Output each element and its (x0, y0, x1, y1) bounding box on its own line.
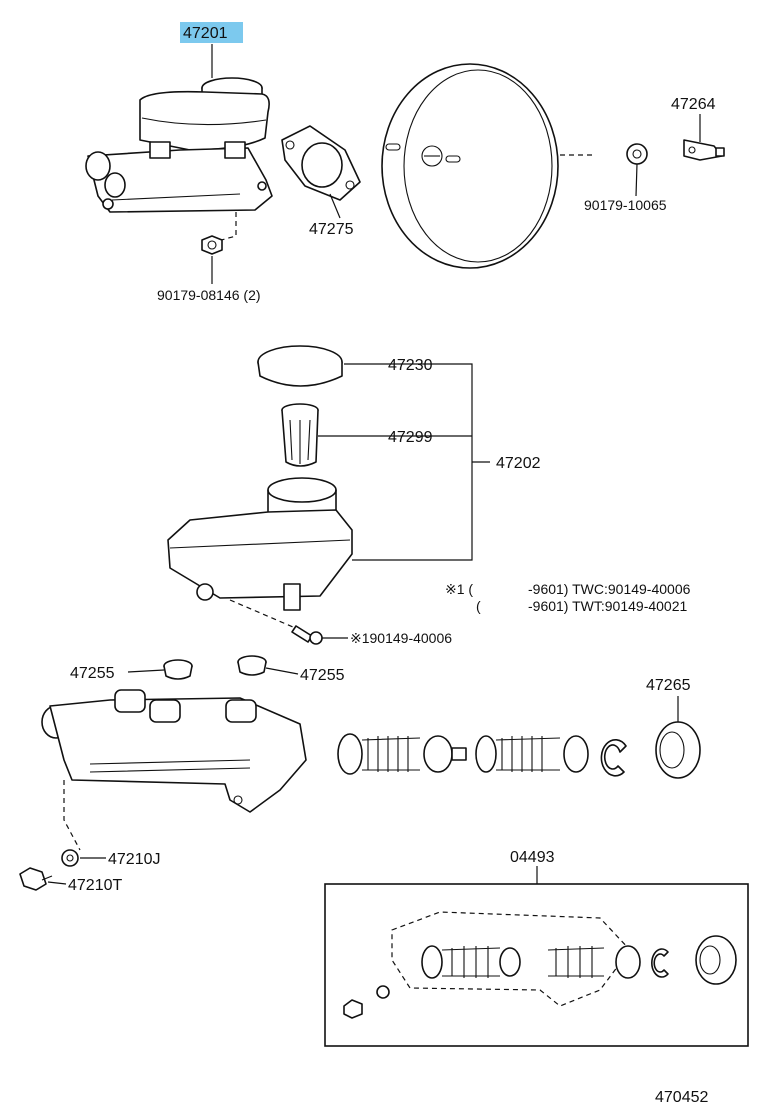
snap-ring (600, 739, 627, 777)
nut-90179-10065 (626, 143, 648, 165)
label-47264[interactable]: 47264 (671, 96, 716, 113)
label-47210T[interactable]: 47210T (68, 877, 122, 894)
nut-90179-08146 (201, 235, 223, 255)
washer-47210J (61, 849, 79, 867)
label-47275[interactable]: 47275 (309, 221, 354, 238)
cylinder-body (41, 689, 307, 851)
note-1-text: -9601) TWC:90149-40006 (528, 581, 691, 597)
label-90179-08146[interactable]: 90179-08146 (2) (157, 287, 261, 303)
diagram-id: 470452 (655, 1089, 708, 1106)
label-47255-right[interactable]: 47255 (300, 667, 345, 684)
gasket-47275 (281, 125, 361, 201)
label-90179-10065[interactable]: 90179-10065 (584, 197, 667, 213)
label-04493[interactable]: 04493 (510, 849, 555, 866)
label-47201[interactable]: 47201 (183, 25, 228, 42)
reservoir-cap-47230 (257, 345, 343, 387)
pin-90149-40006 (291, 625, 323, 645)
label-190149-40006[interactable]: ※190149-40006 (350, 630, 452, 646)
master-cylinder-assembly (85, 77, 273, 243)
label-47230[interactable]: 47230 (388, 357, 433, 374)
label-47299[interactable]: 47299 (388, 429, 433, 446)
label-47265[interactable]: 47265 (646, 677, 691, 694)
note-1-prefix: ※1 ( (445, 581, 473, 597)
note-2-prefix: ( (476, 598, 481, 614)
highlight-47201 (180, 22, 243, 43)
label-47255-left[interactable]: 47255 (70, 665, 115, 682)
secondary-piston-spring (475, 735, 589, 773)
plug-47255-left (163, 659, 193, 680)
reservoir-tank (167, 477, 353, 631)
brake-booster (381, 63, 592, 269)
seal-47265 (655, 721, 701, 779)
label-47210J[interactable]: 47210J (108, 851, 161, 868)
clevis-47264 (683, 139, 725, 161)
primary-piston-spring (337, 733, 467, 775)
plug-47255-right (237, 655, 267, 676)
bolt-47210T (19, 867, 53, 891)
kit-box-04493 (324, 866, 749, 1047)
reservoir-filter-47299 (281, 403, 319, 467)
note-2-text: -9601) TWT:90149-40021 (528, 598, 687, 614)
label-47202[interactable]: 47202 (496, 455, 541, 472)
